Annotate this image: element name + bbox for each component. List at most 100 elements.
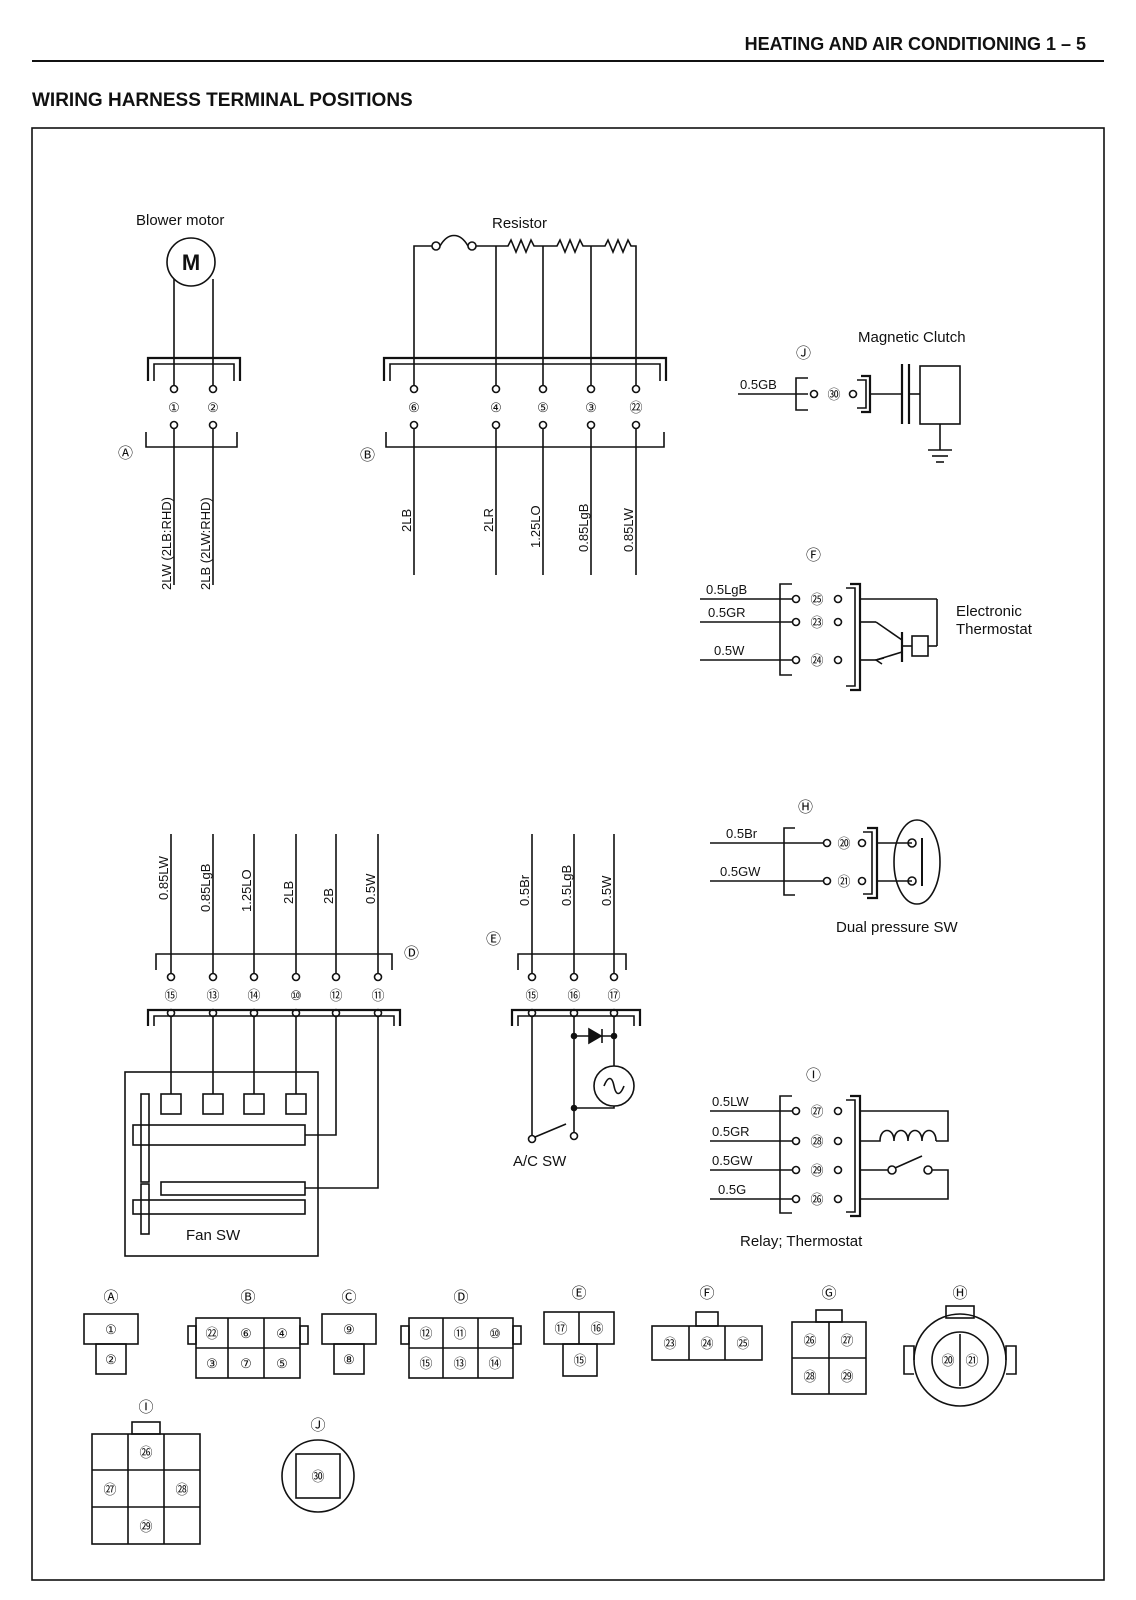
terminal-a-1: ①: [168, 400, 180, 415]
header-rule: [32, 60, 1104, 62]
diagram-frame: [31, 127, 1105, 1581]
face-c-pin-9: ⑨: [343, 1322, 355, 1337]
wire-e-3: 0.5W: [599, 875, 614, 906]
face-i-pin-29: ㉙: [139, 1519, 152, 1534]
fan-sw-label: Fan SW: [186, 1227, 241, 1244]
ac-sw-label: A/C SW: [513, 1153, 567, 1170]
wire-d-2: 0.85LgB: [198, 864, 213, 912]
connector-a-label: Ⓐ: [118, 445, 133, 462]
face-a-pin-2: ②: [105, 1352, 117, 1367]
face-d-pin-14: ⑭: [488, 1356, 501, 1371]
face-d-label: Ⓓ: [453, 1289, 468, 1306]
terminal-f-24: ㉔: [810, 653, 823, 668]
terminal-b-4: ④: [490, 400, 502, 415]
face-b-label: Ⓑ: [240, 1289, 255, 1306]
connector-faces: [83, 1305, 1017, 1545]
terminal-i-27: ㉗: [810, 1104, 823, 1119]
electronic-thermostat-group: [700, 582, 938, 692]
wire-i-1: 0.5LW: [712, 1094, 749, 1109]
face-b-pin-22: ㉒: [205, 1326, 218, 1341]
terminal-f-23: ㉓: [810, 615, 823, 630]
face-i-pin-27: ㉗: [103, 1482, 116, 1497]
connector-e-label: Ⓔ: [486, 931, 501, 948]
wire-f-2: 0.5GR: [708, 605, 746, 620]
terminal-b-3: ③: [585, 400, 597, 415]
magnetic-clutch-group: [738, 364, 961, 463]
face-h-pin-20: ⑳: [941, 1353, 954, 1368]
face-g-pin-27: ㉗: [840, 1333, 853, 1348]
wire-a-1: 2LW (2LB:RHD): [159, 497, 174, 590]
resistor-group: [382, 234, 668, 575]
terminal-j-30: ㉚: [827, 387, 840, 402]
section-title: WIRING HARNESS TERMINAL POSITIONS: [32, 90, 413, 111]
connector-j-label: Ⓙ: [796, 345, 811, 362]
terminal-h-21: ㉑: [837, 874, 850, 889]
face-i-pin-28: ㉘: [175, 1482, 188, 1497]
face-g-pin-26: ㉖: [803, 1333, 816, 1348]
wire-b-2: 2LR: [481, 508, 496, 532]
face-b-pin-4: ④: [276, 1326, 288, 1341]
face-a-pin-1: ①: [105, 1322, 117, 1337]
electronic-thermostat-label-2: Thermostat: [956, 621, 1033, 638]
face-d-pin-12: ⑫: [419, 1326, 432, 1341]
wire-i-4: 0.5G: [718, 1182, 746, 1197]
wire-e-2: 0.5LgB: [559, 865, 574, 906]
face-g-pin-29: ㉙: [840, 1369, 853, 1384]
dual-pressure-switch-group: [710, 819, 941, 905]
face-e-pin-16: ⑯: [590, 1321, 603, 1336]
connector-b-label: Ⓑ: [360, 447, 375, 464]
terminal-e-17: ⑰: [607, 988, 620, 1003]
wire-b-5: 0.85LW: [621, 507, 636, 552]
terminal-h-20: ⑳: [837, 836, 850, 851]
resistor-label: Resistor: [492, 215, 547, 232]
face-i-pin-26: ㉖: [139, 1445, 152, 1460]
wire-f-1: 0.5LgB: [706, 582, 747, 597]
face-j-label: Ⓙ: [310, 1417, 325, 1434]
connector-d-label: Ⓓ: [404, 945, 419, 962]
terminal-i-28: ㉘: [810, 1134, 823, 1149]
wire-j: 0.5GB: [740, 377, 777, 392]
wire-b-4: 0.85LgB: [576, 504, 591, 552]
terminal-d-12: ⑫: [329, 988, 342, 1003]
face-e-label: Ⓔ: [571, 1285, 586, 1302]
wire-d-4: 2LB: [281, 881, 296, 904]
face-d-pin-11: ⑪: [453, 1326, 466, 1341]
face-c-pin-8: ⑧: [343, 1352, 355, 1367]
terminal-b-6: ⑥: [408, 400, 420, 415]
connector-f-label: Ⓕ: [806, 547, 821, 564]
face-g-pin-28: ㉘: [803, 1369, 816, 1384]
face-f-pin-25: ㉕: [736, 1336, 749, 1351]
face-b-pin-7: ⑦: [240, 1356, 252, 1371]
connector-h-label: Ⓗ: [798, 799, 813, 816]
face-f-pin-24: ㉔: [700, 1336, 713, 1351]
wire-i-2: 0.5GR: [712, 1124, 750, 1139]
wire-d-1: 0.85LW: [156, 855, 171, 900]
terminal-b-5: ⑤: [537, 400, 549, 415]
page-header-title: HEATING AND AIR CONDITIONING 1 – 5: [744, 34, 1086, 54]
terminal-b-22: ㉒: [629, 400, 642, 415]
face-a-label: Ⓐ: [103, 1289, 118, 1306]
wire-b-3: 1.25LO: [528, 505, 543, 548]
face-j-pin-30: ㉚: [311, 1469, 324, 1484]
wire-d-6: 0.5W: [363, 873, 378, 904]
terminal-d-10: ⑩: [290, 988, 302, 1003]
terminal-i-29: ㉙: [810, 1163, 823, 1178]
face-d-pin-15: ⑮: [419, 1356, 432, 1371]
face-d-pin-10: ⑩: [489, 1326, 501, 1341]
terminal-d-13: ⑬: [206, 988, 219, 1003]
relay-thermostat-group: [710, 1094, 949, 1218]
terminal-d-11: ⑪: [371, 988, 384, 1003]
face-f-pin-23: ㉓: [663, 1336, 676, 1351]
ac-switch-group: [510, 834, 642, 1144]
wire-d-5: 2B: [321, 888, 336, 904]
magnetic-clutch-label: Magnetic Clutch: [858, 329, 966, 346]
connector-i-label: Ⓘ: [806, 1067, 821, 1084]
terminal-i-26: ㉖: [810, 1192, 823, 1207]
face-g-label: Ⓖ: [821, 1285, 836, 1302]
wire-i-3: 0.5GW: [712, 1153, 753, 1168]
face-c-label: Ⓒ: [341, 1289, 356, 1306]
blower-motor-label: Blower motor: [136, 212, 224, 229]
terminal-a-2: ②: [207, 400, 219, 415]
dual-pressure-sw-label: Dual pressure SW: [836, 919, 959, 936]
face-e-pin-15: ⑮: [573, 1353, 586, 1368]
